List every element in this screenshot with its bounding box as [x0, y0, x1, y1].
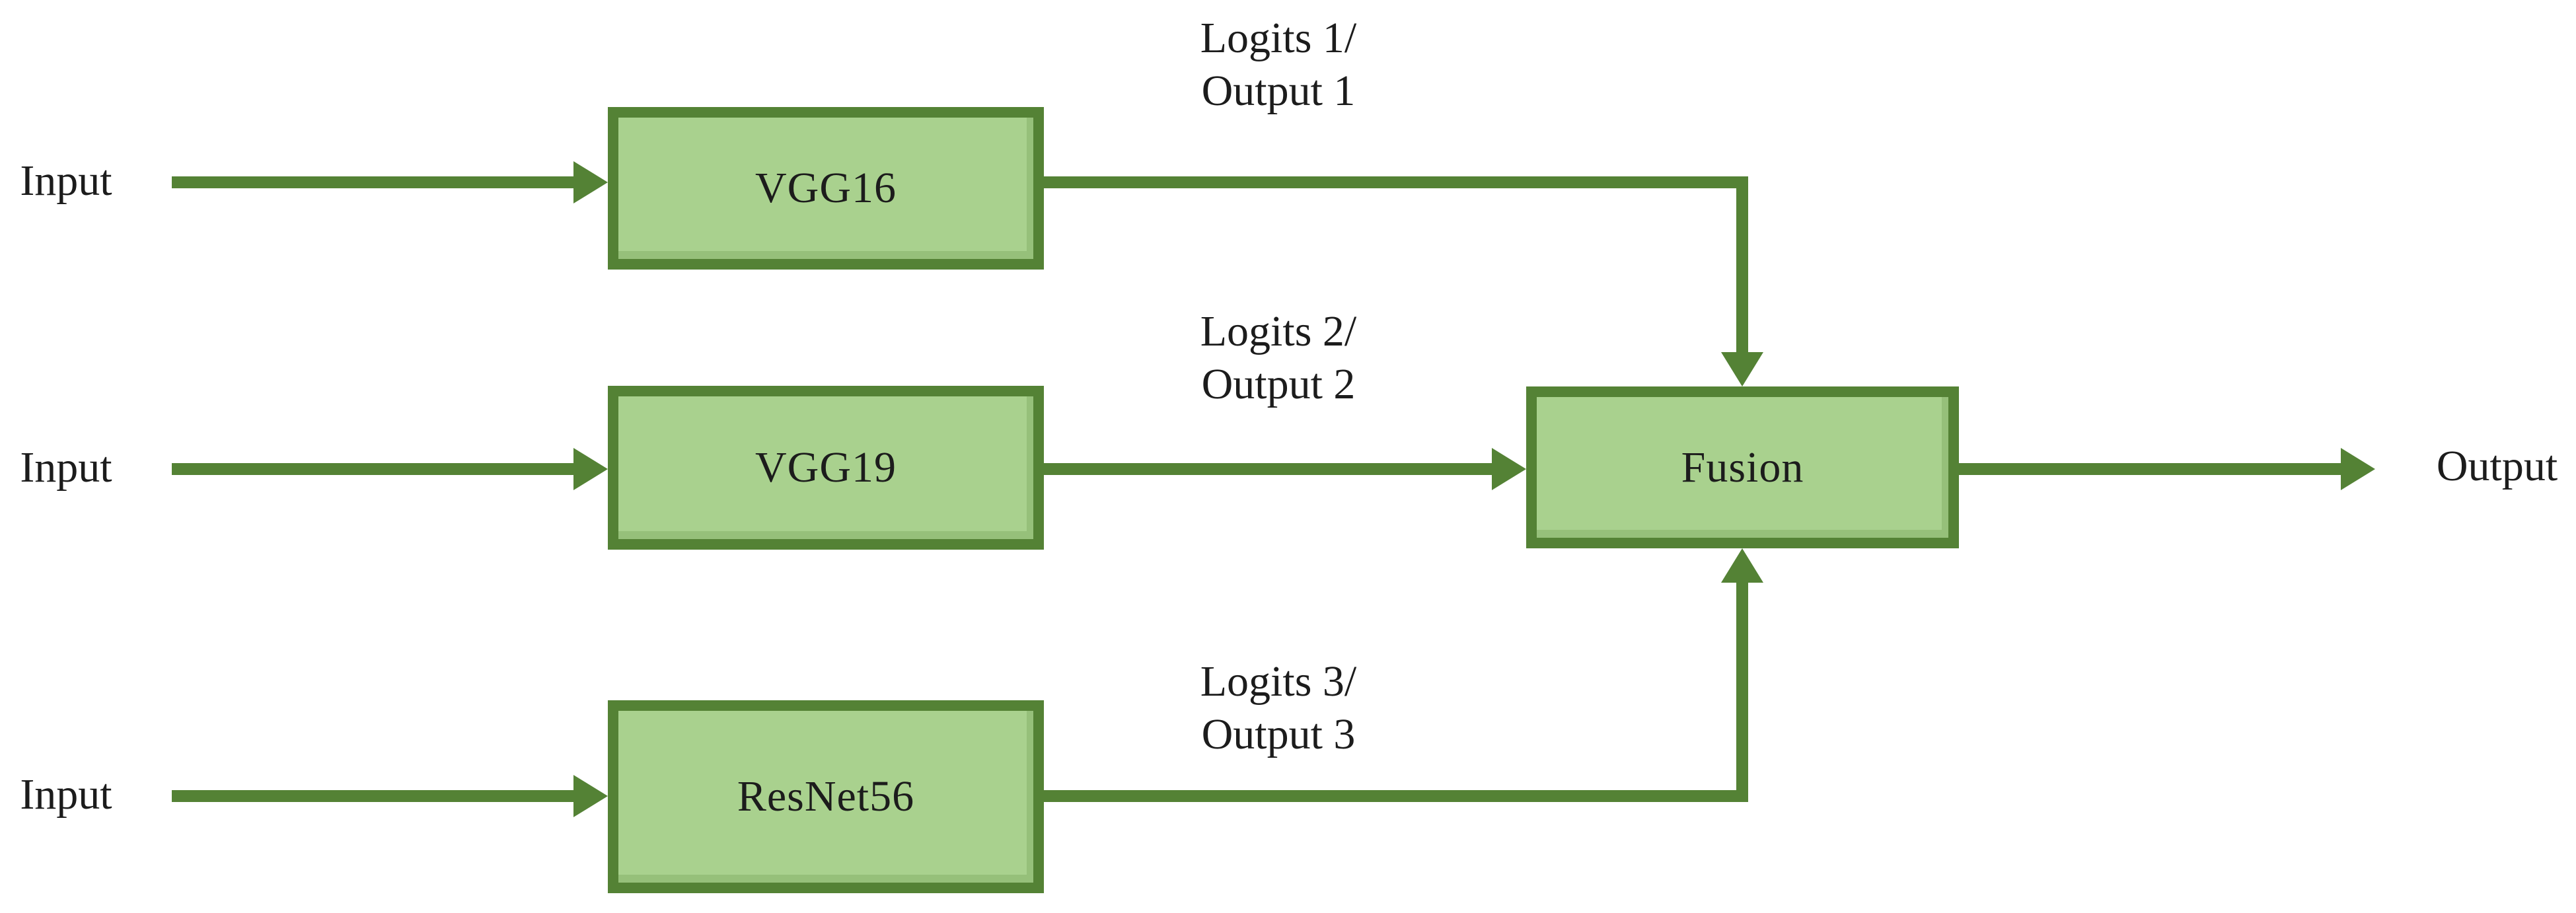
arrowhead-up-icon: [1721, 548, 1763, 583]
edge-label-logits-2: Logits 2/ Output 2: [1140, 305, 1417, 411]
node-vgg16-label: VGG16: [755, 164, 897, 212]
arrowhead-right-icon: [573, 448, 608, 490]
edge-label-logits-3: Logits 3/ Output 3: [1140, 655, 1417, 761]
edge-label-logits-1-line2: Output 1: [1201, 67, 1356, 115]
edge-label-logits-2-line2: Output 2: [1201, 360, 1356, 408]
connector-fusion-output: [1959, 463, 2342, 475]
node-vgg16: VGG16: [608, 107, 1044, 270]
connector-vgg16-fusion-horizontal: [1044, 176, 1748, 188]
edge-label-logits-1-line1: Logits 1/: [1200, 14, 1357, 62]
connector-input-vgg16: [172, 176, 576, 188]
node-resnet56-label: ResNet56: [737, 772, 915, 821]
connector-input-resnet56: [172, 790, 576, 802]
input-label-2: Input: [20, 443, 112, 492]
connector-vgg16-fusion-vertical: [1736, 176, 1748, 353]
input-label-1: Input: [20, 157, 112, 205]
edge-label-logits-2-line1: Logits 2/: [1200, 307, 1357, 355]
connector-resnet56-fusion-vertical: [1736, 583, 1748, 802]
arrowhead-right-icon: [573, 161, 608, 203]
connector-vgg19-fusion: [1044, 463, 1493, 475]
edge-label-logits-3-line1: Logits 3/: [1200, 657, 1357, 706]
node-fusion: Fusion: [1526, 386, 1959, 548]
connector-input-vgg19: [172, 463, 576, 475]
node-fusion-label: Fusion: [1681, 443, 1804, 492]
connector-resnet56-fusion-horizontal: [1044, 790, 1748, 802]
arrowhead-right-icon: [1492, 448, 1526, 490]
arrowhead-right-icon: [2341, 448, 2375, 490]
arrowhead-right-icon: [573, 775, 608, 817]
arrowhead-down-icon: [1721, 352, 1763, 386]
input-label-3: Input: [20, 770, 112, 819]
node-vgg19: VGG19: [608, 386, 1044, 550]
node-resnet56: ResNet56: [608, 700, 1044, 893]
edge-label-logits-1: Logits 1/ Output 1: [1140, 12, 1417, 118]
edge-label-logits-3-line2: Output 3: [1201, 710, 1356, 758]
node-vgg19-label: VGG19: [755, 443, 897, 492]
output-label: Output: [2436, 442, 2558, 490]
